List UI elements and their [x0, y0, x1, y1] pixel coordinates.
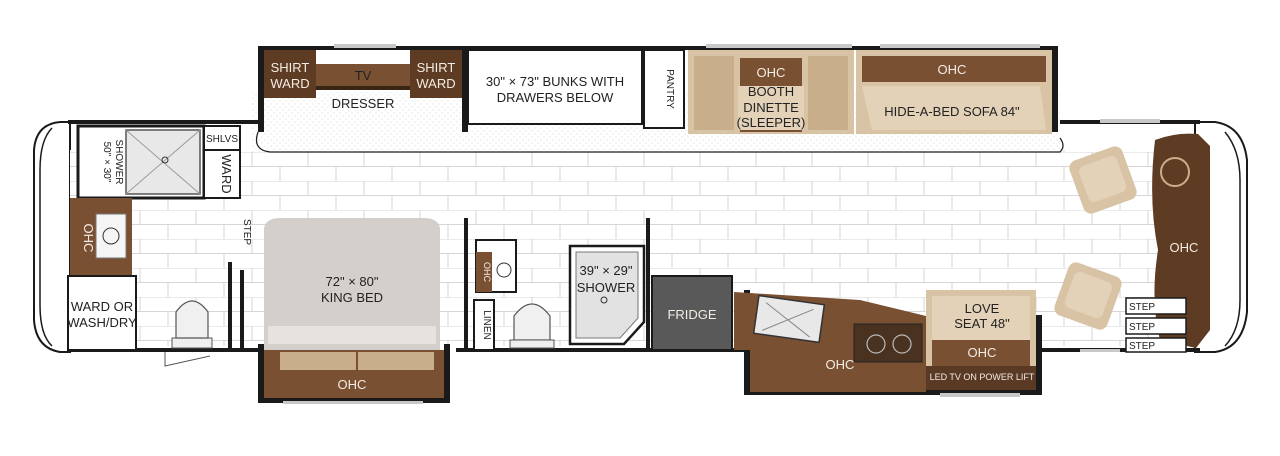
driver-recliner — [1054, 262, 1122, 330]
step-rear-label: STEP — [241, 219, 252, 245]
svg-text:OHC: OHC — [968, 345, 997, 360]
svg-text:(SLEEPER): (SLEEPER) — [737, 115, 806, 130]
svg-text:WARD OR: WARD OR — [71, 299, 133, 314]
svg-text:STEP: STEP — [1129, 302, 1155, 313]
svg-text:WASH/DRY: WASH/DRY — [67, 315, 137, 330]
svg-text:50" × 30": 50" × 30" — [101, 142, 112, 183]
svg-text:OHC: OHC — [938, 62, 967, 77]
svg-text:LED TV ON POWER LIFT: LED TV ON POWER LIFT — [930, 372, 1035, 382]
svg-text:HIDE-A-BED SOFA 84": HIDE-A-BED SOFA 84" — [884, 104, 1020, 119]
svg-text:SHLVS: SHLVS — [206, 134, 238, 145]
svg-text:OHC: OHC — [338, 377, 367, 392]
rear-vanity: OHC — [70, 198, 132, 276]
svg-text:72" × 80": 72" × 80" — [326, 274, 379, 289]
svg-text:SHIRT: SHIRT — [271, 60, 310, 75]
svg-text:30" × 73" BUNKS WITH: 30" × 73" BUNKS WITH — [486, 74, 624, 89]
svg-text:PANTRY: PANTRY — [664, 69, 675, 109]
booth-dinette: OHC BOOTH DINETTE (SLEEPER) — [688, 50, 854, 134]
svg-text:WARD: WARD — [219, 154, 234, 193]
linen: LINEN — [473, 299, 495, 351]
fridge: FRIDGE — [651, 275, 733, 351]
rear-toilet — [171, 300, 213, 349]
mid-lav: OHC — [475, 239, 517, 293]
mid-shower: 39" × 29" SHOWER — [568, 244, 646, 346]
bed-nightstands-ohc: OHC — [264, 350, 444, 398]
dash-ohc: OHC — [1152, 133, 1210, 348]
svg-text:LINEN: LINEN — [481, 310, 492, 339]
bunks: 30" × 73" BUNKS WITH DRAWERS BELOW — [467, 49, 643, 125]
king-bed: 72" × 80" KING BED — [264, 218, 440, 350]
svg-text:BOOTH: BOOTH — [748, 84, 794, 99]
passenger-recliner — [1069, 146, 1137, 214]
love-seat: LOVE SEAT 48" OHC LED TV ON POWER LIFT — [926, 290, 1036, 390]
shelves: SHLVS — [203, 125, 241, 151]
svg-text:OHC: OHC — [1170, 240, 1199, 255]
svg-text:39" × 29": 39" × 29" — [580, 263, 633, 278]
svg-text:SEAT 48": SEAT 48" — [954, 316, 1010, 331]
pantry: PANTRY — [643, 49, 685, 129]
svg-text:DRAWERS BELOW: DRAWERS BELOW — [497, 90, 614, 105]
svg-text:SHOWER: SHOWER — [113, 140, 124, 185]
svg-text:SHIRT: SHIRT — [417, 60, 456, 75]
galley-counter: OHC — [734, 292, 926, 392]
shirt-ward-right: SHIRT WARD — [410, 50, 462, 98]
svg-text:OHC: OHC — [826, 357, 855, 372]
svg-text:OHC: OHC — [482, 262, 492, 283]
svg-text:STEP: STEP — [1129, 341, 1155, 352]
shirt-ward-left: SHIRT WARD — [264, 50, 316, 98]
svg-text:OHC: OHC — [757, 65, 786, 80]
tv-dresser: TV DRESSER — [316, 50, 410, 111]
svg-text:SHOWER: SHOWER — [577, 280, 636, 295]
hide-a-bed-sofa: OHC HIDE-A-BED SOFA 84" — [856, 50, 1052, 134]
svg-text:STEP: STEP — [1129, 322, 1155, 333]
entry-steps: STEP STEP STEP — [1125, 297, 1187, 353]
svg-text:WARD: WARD — [416, 76, 455, 91]
svg-text:DINETTE: DINETTE — [743, 100, 799, 115]
ward-or-wash-dry: WARD OR WASH/DRY — [67, 275, 137, 351]
mid-toilet — [509, 303, 555, 349]
rear-wardrobe: WARD — [203, 149, 241, 199]
rear-shower: 50" × 30" SHOWER — [76, 124, 206, 200]
svg-text:TV: TV — [355, 68, 372, 83]
svg-text:FRIDGE: FRIDGE — [667, 307, 716, 322]
svg-text:KING BED: KING BED — [321, 290, 383, 305]
svg-text:LOVE: LOVE — [965, 301, 1000, 316]
svg-text:WARD: WARD — [270, 76, 309, 91]
dresser-label: DRESSER — [332, 96, 395, 111]
svg-text:OHC: OHC — [81, 224, 96, 253]
